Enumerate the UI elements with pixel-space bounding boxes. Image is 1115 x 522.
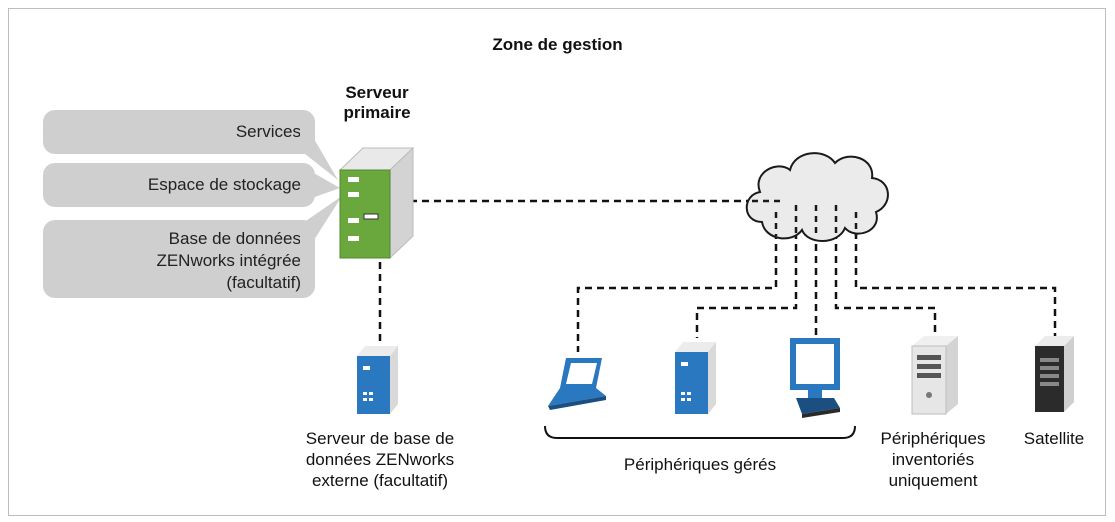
callout-services-label: Services bbox=[235, 122, 301, 141]
satellite-server-icon bbox=[1035, 336, 1074, 412]
zone-title: Zone de gestion bbox=[492, 35, 623, 54]
callout-storage-label: Espace de stockage bbox=[147, 175, 301, 194]
external-db-label-line3: externe (facultatif) bbox=[311, 471, 449, 490]
external-db-label: Serveur de base de données ZENworks exte… bbox=[270, 428, 490, 491]
managed-devices-label: Périphériques gérés bbox=[623, 455, 777, 474]
cloud-icon bbox=[745, 152, 889, 242]
callout-db-line3: (facultatif) bbox=[226, 273, 301, 292]
external-db-label-line1: Serveur de base de bbox=[305, 429, 455, 448]
managed-server-icon bbox=[675, 342, 716, 414]
inventoried-label-line3: uniquement bbox=[888, 471, 978, 490]
external-db-server-icon bbox=[357, 346, 398, 414]
callout-db-pointer bbox=[300, 196, 342, 262]
desktop-tower-icon bbox=[911, 336, 958, 415]
link-laptop bbox=[576, 232, 778, 352]
callout-db-line2: ZENworks intégrée bbox=[156, 251, 301, 270]
inventoried-label-line1: Périphériques bbox=[880, 429, 986, 448]
callout-storage: Espace de stockage bbox=[43, 163, 315, 207]
managed-devices-bracket bbox=[544, 425, 856, 439]
primary-server-title: Serveur primaire bbox=[322, 83, 432, 123]
callout-services-pointer bbox=[300, 115, 338, 180]
primary-server-icon bbox=[338, 146, 415, 260]
callout-db-line1: Base de données bbox=[168, 229, 301, 248]
link-satellite bbox=[854, 232, 1057, 338]
inventoried-label-line2: inventoriés bbox=[891, 450, 975, 469]
primary-server-title-line1: Serveur bbox=[345, 83, 409, 102]
external-db-label-line2: données ZENworks bbox=[305, 450, 455, 469]
link-server bbox=[695, 232, 798, 338]
callout-storage-pointer bbox=[312, 172, 340, 198]
satellite-label: Satellite bbox=[1023, 429, 1085, 448]
callout-services: Services bbox=[43, 110, 315, 154]
link-desktop bbox=[834, 232, 937, 338]
inventoried-devices-label: Périphériques inventoriés uniquement bbox=[858, 428, 1008, 491]
diagram-frame bbox=[8, 8, 1106, 516]
monitor-icon bbox=[790, 338, 840, 418]
primary-server-title-line2: primaire bbox=[343, 103, 411, 122]
laptop-icon bbox=[548, 358, 606, 410]
network-links bbox=[378, 199, 1057, 352]
callout-embedded-db: Base de données ZENworks intégrée (facul… bbox=[43, 220, 315, 298]
